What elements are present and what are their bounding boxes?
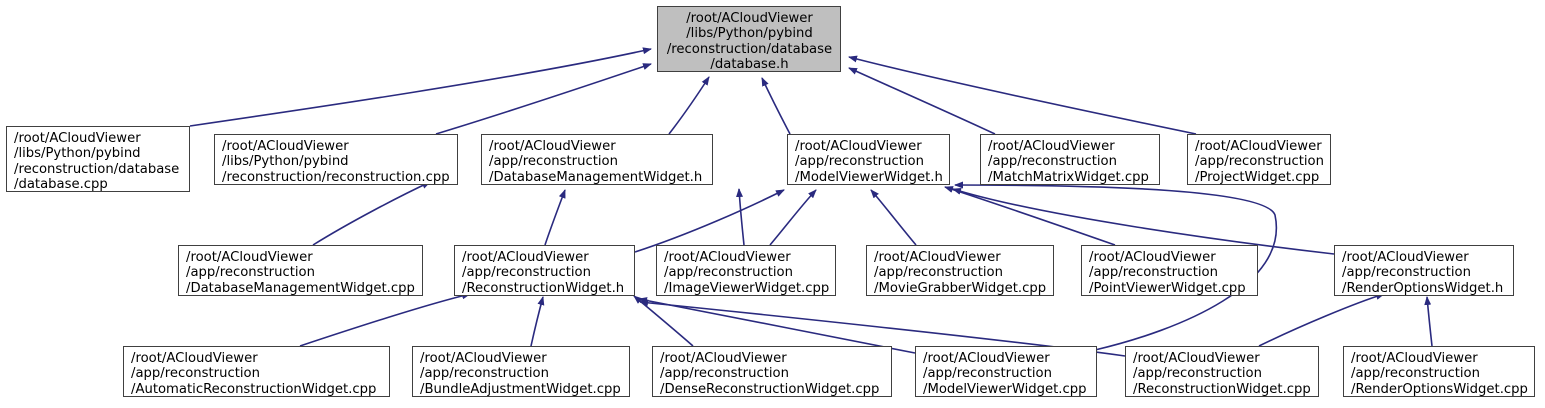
graph-edge-ReconstructionWidget_h-to-ModelViewerWidget_h	[634, 189, 785, 253]
graph-node-BundleAdjustmentWidget_cpp[interactable]: /root/ACloudViewer /app/reconstruction /…	[412, 346, 630, 397]
graph-node-label: /root/ACloudViewer /app/reconstruction /…	[874, 250, 1047, 296]
graph-node-ImageViewerWidget_cpp[interactable]: /root/ACloudViewer /app/reconstruction /…	[656, 245, 836, 296]
graph-node-ModelViewerWidget_h[interactable]: /root/ACloudViewer /app/reconstruction /…	[787, 134, 950, 185]
graph-node-label: /root/ACloudViewer /app/reconstruction /…	[1133, 351, 1311, 397]
graph-node-label: /root/ACloudViewer /app/reconstruction /…	[1089, 250, 1246, 296]
graph-node-ProjectWidget_cpp[interactable]: /root/ACloudViewer /app/reconstruction /…	[1187, 134, 1331, 185]
graph-node-label: /root/ACloudViewer /app/reconstruction /…	[462, 250, 625, 296]
graph-node-MatchMatrixWidget_cpp[interactable]: /root/ACloudViewer /app/reconstruction /…	[980, 134, 1160, 185]
graph-node-ReconstructionWidget_cpp[interactable]: /root/ACloudViewer /app/reconstruction /…	[1125, 346, 1319, 397]
graph-edge-ModelViewerWidget_h-to-database_h	[761, 77, 791, 135]
graph-edge-ReconstructionWidget_cpp-to-RenderOptionsWidget_h	[1258, 293, 1385, 347]
graph-node-label: /root/ACloudViewer /app/reconstruction /…	[1342, 250, 1504, 296]
graph-edge-MatchMatrixWidget_cpp-to-database_h	[848, 67, 996, 135]
graph-edge-ImageViewerWidget_cpp-to-DatabaseManagementWidget_h	[736, 188, 745, 246]
edges-group	[189, 47, 1433, 357]
graph-edge-DenseReconstructionWidget_cpp-to-ReconstructionWidget_h	[633, 295, 694, 347]
graph-node-database_cpp[interactable]: /root/ACloudViewer /libs/Python/pybind /…	[6, 126, 190, 192]
graph-edge-DatabaseManagementWidget_h-to-database_h	[668, 76, 710, 135]
graph-edge-RenderOptionsWidget_cpp-to-RenderOptionsWidget_h	[1424, 296, 1433, 347]
graph-node-label: /root/ACloudViewer /app/reconstruction /…	[664, 250, 830, 296]
graph-edge-BundleAdjustmentWidget_cpp-to-ReconstructionWidget_h	[530, 296, 545, 347]
graph-node-label: /root/ACloudViewer /app/reconstruction /…	[420, 351, 621, 397]
graph-node-label: /root/ACloudViewer /app/reconstruction /…	[1195, 139, 1324, 185]
graph-node-RenderOptionsWidget_cpp[interactable]: /root/ACloudViewer /app/reconstruction /…	[1343, 346, 1535, 397]
graph-edge-AutomaticReconstructionWidget_cpp-to-ReconstructionWidget_h	[299, 292, 471, 347]
graph-node-RenderOptionsWidget_h[interactable]: /root/ACloudViewer /app/reconstruction /…	[1334, 245, 1514, 296]
graph-node-label: /root/ACloudViewer /app/reconstruction /…	[988, 139, 1149, 185]
graph-node-PointViewerWidget_cpp[interactable]: /root/ACloudViewer /app/reconstruction /…	[1081, 245, 1258, 296]
graph-node-database_h[interactable]: /root/ACloudViewer /libs/Python/pybind /…	[657, 6, 841, 72]
graph-edge-MovieGrabberWidget_cpp-to-ModelViewerWidget_h	[870, 189, 917, 246]
graph-node-DatabaseManagementWidget_h[interactable]: /root/ACloudViewer /app/reconstruction /…	[481, 134, 713, 185]
graph-node-label: /root/ACloudViewer /libs/Python/pybind /…	[222, 139, 450, 185]
graph-node-label: /root/ACloudViewer /app/reconstruction /…	[1351, 351, 1528, 397]
graph-edge-PointViewerWidget_cpp-to-ModelViewerWidget_h	[944, 186, 1116, 246]
graph-node-label: /root/ACloudViewer /app/reconstruction /…	[489, 139, 703, 185]
graph-node-DatabaseManagementWidget_cpp[interactable]: /root/ACloudViewer /app/reconstruction /…	[178, 245, 423, 296]
graph-edge-ProjectWidget_cpp-to-database_h	[848, 55, 1197, 135]
graph-node-MovieGrabberWidget_cpp[interactable]: /root/ACloudViewer /app/reconstruction /…	[866, 245, 1054, 296]
graph-node-label: /root/ACloudViewer /app/reconstruction /…	[923, 351, 1087, 397]
graph-node-ReconstructionWidget_h[interactable]: /root/ACloudViewer /app/reconstruction /…	[454, 245, 635, 296]
graph-node-label: /root/ACloudViewer /app/reconstruction /…	[131, 351, 377, 397]
graph-node-label: /root/ACloudViewer /app/reconstruction /…	[186, 250, 415, 296]
graph-edge-reconstruction_cpp-to-database_h	[435, 63, 652, 135]
graph-edge-ReconstructionWidget_h-to-DatabaseManagementWidget_h	[544, 189, 566, 246]
graph-edge-ImageViewerWidget_cpp-to-ModelViewerWidget_h	[769, 189, 817, 246]
graph-edge-database_cpp-to-database_h	[189, 47, 652, 127]
graph-node-label: /root/ACloudViewer /app/reconstruction /…	[795, 139, 943, 185]
graph-node-label: /root/ACloudViewer /app/reconstruction /…	[660, 351, 880, 397]
graph-edge-DatabaseManagementWidget_cpp-to-reconstruction_cpp	[312, 181, 431, 246]
graph-node-reconstruction_cpp[interactable]: /root/ACloudViewer /libs/Python/pybind /…	[214, 134, 458, 185]
graph-node-AutomaticReconstructionWidget_cpp[interactable]: /root/ACloudViewer /app/reconstruction /…	[123, 346, 390, 397]
graph-node-label: /root/ACloudViewer /libs/Python/pybind /…	[14, 131, 180, 193]
graph-node-ModelViewerWidget_cpp[interactable]: /root/ACloudViewer /app/reconstruction /…	[915, 346, 1097, 397]
graph-edge-ModelViewerWidget_cpp-to-ReconstructionWidget_h	[638, 297, 916, 354]
graph-node-DenseReconstructionWidget_cpp[interactable]: /root/ACloudViewer /app/reconstruction /…	[652, 346, 892, 397]
graph-node-label: /root/ACloudViewer /libs/Python/pybind /…	[666, 11, 833, 73]
